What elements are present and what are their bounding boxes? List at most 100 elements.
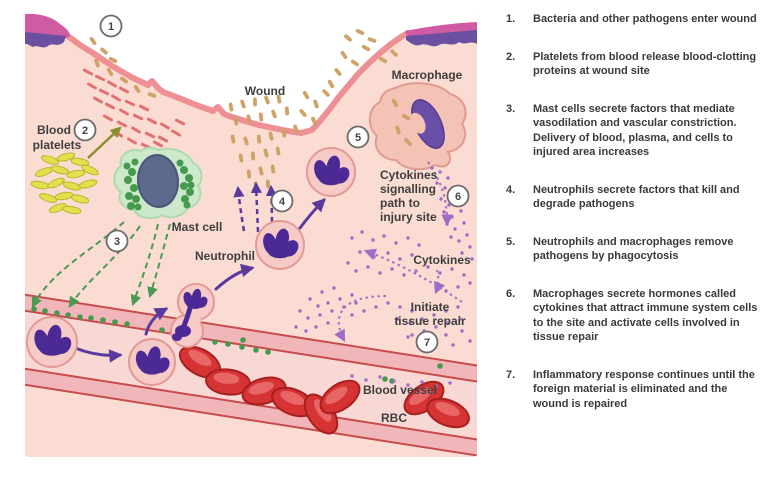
cytokine-dot bbox=[374, 305, 378, 309]
legend-item-6: 6.Macrophages secrete hormones called cy… bbox=[506, 287, 762, 345]
cytokine-dot bbox=[382, 234, 386, 238]
neutrophil-squeezing bbox=[170, 283, 215, 348]
green-factor-dot bbox=[265, 349, 271, 355]
epidermis-right bbox=[405, 22, 477, 47]
cytokine-dot bbox=[438, 170, 442, 174]
green-factor-dot bbox=[239, 344, 245, 350]
cytokine-dot bbox=[306, 316, 310, 320]
neutrophil-in-vessel-2 bbox=[128, 338, 176, 386]
green-factor-dot bbox=[240, 337, 246, 343]
neutrophil-in-vessel-1 bbox=[26, 316, 78, 368]
cytokine-dot bbox=[320, 290, 324, 294]
green-factor-dot bbox=[253, 347, 259, 353]
macrophage bbox=[368, 82, 467, 171]
legend-item-text: Platelets from blood release blood-clott… bbox=[533, 50, 757, 78]
green-factor-dot bbox=[42, 308, 48, 314]
green-factor-dot bbox=[212, 339, 218, 345]
cytokine-dot bbox=[342, 305, 346, 309]
mast-cell-nucleus bbox=[136, 154, 180, 208]
green-factor-dot bbox=[100, 317, 106, 323]
cytokine-dot bbox=[443, 186, 447, 190]
cytokine-dot bbox=[450, 215, 454, 219]
cytokine-dot bbox=[378, 271, 382, 275]
blood-platelets-label: platelets bbox=[33, 138, 82, 152]
legend-item-number: 6. bbox=[506, 287, 516, 300]
cytokine-dot bbox=[390, 267, 394, 271]
cytokine-dot bbox=[371, 238, 375, 242]
cytokine-dot bbox=[402, 273, 406, 277]
cytokine-dot bbox=[294, 325, 298, 329]
cytokine-dot bbox=[378, 375, 382, 379]
cytokine-dot bbox=[468, 281, 472, 285]
cytokine-dot bbox=[366, 265, 370, 269]
green-factor-dot bbox=[112, 319, 118, 325]
diagram-labels: Wound Blood platelets Mast cell Neutroph… bbox=[33, 68, 471, 425]
cytokine-dot bbox=[394, 241, 398, 245]
blood-vessel-label: Blood vessel bbox=[363, 383, 437, 397]
platelet-arrow bbox=[87, 126, 122, 159]
wound-label: Wound bbox=[245, 84, 285, 98]
legend-item-2: 2. Platelets from blood release blood-clo… bbox=[506, 50, 762, 79]
macrophage-nucleus bbox=[409, 99, 445, 149]
blood-vessel bbox=[25, 293, 477, 457]
legend-item-4: 4.Neutrophils secrete factors that kill … bbox=[506, 183, 762, 212]
cytokines-label: Cytokines bbox=[413, 253, 471, 267]
cytokine-dot bbox=[449, 235, 453, 239]
cytokine-dot bbox=[438, 271, 442, 275]
cytokines-path-label: signalling bbox=[380, 182, 436, 196]
cytokine-dot bbox=[462, 273, 466, 277]
cytokines-path-label: path to bbox=[380, 196, 420, 210]
step-number: 7 bbox=[424, 337, 430, 349]
step-marker-6: 6 bbox=[446, 184, 470, 208]
cytokine-dot bbox=[459, 209, 463, 213]
diagram-svg: 1 2 3 4 5 6 7 Wound Blood platelets Mast… bbox=[25, 8, 477, 457]
green-factor-dot bbox=[77, 314, 83, 320]
legend-item-number: 2. bbox=[506, 50, 516, 63]
green-factor-dot bbox=[382, 376, 388, 382]
bacterium bbox=[252, 97, 258, 107]
step-number: 6 bbox=[455, 191, 461, 203]
cytokine-dot bbox=[398, 305, 402, 309]
cytokine-dot bbox=[316, 304, 320, 308]
cytokine-dot bbox=[338, 297, 342, 301]
step-marker-5: 5 bbox=[346, 125, 370, 149]
step-markers: 1 2 3 4 5 6 7 bbox=[73, 14, 470, 354]
cytokine-dot bbox=[470, 257, 474, 261]
cytokine-dot bbox=[410, 333, 414, 337]
legend-item-number: 3. bbox=[506, 102, 516, 115]
cytokine-dot bbox=[350, 374, 354, 378]
step-number: 1 bbox=[108, 21, 114, 33]
cytokine-dot bbox=[386, 301, 390, 305]
step-marker-4: 4 bbox=[270, 189, 294, 213]
cytokine-dot bbox=[460, 329, 464, 333]
cytokine-dot bbox=[448, 381, 452, 385]
cytokine-dot bbox=[456, 285, 460, 289]
cytokine-dot bbox=[346, 261, 350, 265]
cytokine-dot bbox=[439, 197, 443, 201]
cytokine-dot bbox=[445, 222, 449, 226]
rbc-label: RBC bbox=[381, 411, 407, 425]
legend-item-text: Mast cells secrete factors that mediate … bbox=[533, 102, 737, 159]
step-marker-2: 2 bbox=[73, 118, 97, 142]
green-factor-dot bbox=[225, 341, 231, 347]
initiate-repair-label: tissue repair bbox=[394, 314, 466, 328]
cytokine-dot bbox=[326, 321, 330, 325]
cytokine-dot bbox=[372, 255, 376, 259]
cytokine-dot bbox=[442, 210, 446, 214]
cytokine-dot bbox=[360, 230, 364, 234]
cytokine-dot bbox=[462, 221, 466, 225]
step-number: 4 bbox=[279, 196, 286, 208]
legend-item-number: 5. bbox=[506, 235, 516, 248]
cytokine-dot bbox=[457, 239, 461, 243]
cytokine-dot bbox=[444, 289, 448, 293]
cytokine-dot bbox=[468, 339, 472, 343]
cytokine-dot bbox=[364, 378, 368, 382]
epidermis-left bbox=[25, 13, 70, 48]
legend-list: 1.Bacteria and other pathogens enter wou… bbox=[506, 12, 762, 434]
legend-item-text: Neutrophils secrete factors that kill an… bbox=[533, 183, 740, 211]
cytokine-dot bbox=[358, 250, 362, 254]
cytokine-dot bbox=[350, 236, 354, 240]
cytokine-dot bbox=[444, 333, 448, 337]
legend-item-5: 5.Neutrophils and macrophages remove pat… bbox=[506, 235, 762, 264]
cytokine-dot bbox=[350, 293, 354, 297]
